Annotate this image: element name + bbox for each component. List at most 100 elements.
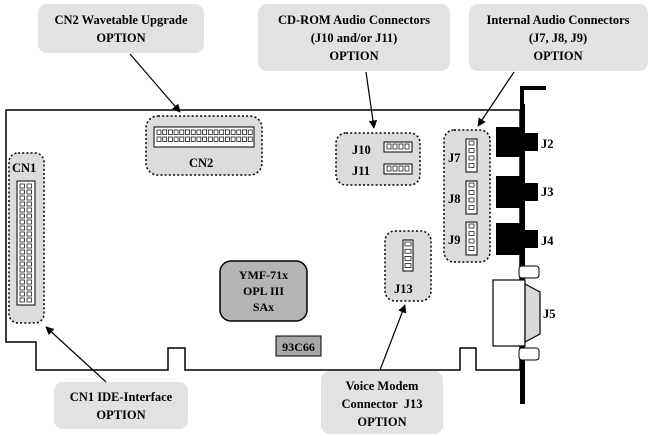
- connector-pin: [190, 129, 196, 135]
- connector-pin: [468, 148, 475, 153]
- label-j3: J3: [541, 185, 554, 199]
- connector-pin: [162, 129, 168, 135]
- connector-pin: [26, 183, 32, 189]
- callout-cn1: CN1 IDE-Interface OPTION: [54, 382, 188, 429]
- connector-pin: [225, 129, 230, 135]
- connector-pin: [225, 136, 230, 142]
- connector-pin: [219, 136, 225, 142]
- connector-pin: [19, 183, 25, 189]
- callout-cdrom: CD-ROM Audio Connectors (J10 and/or J11)…: [258, 4, 450, 71]
- callout-internal: Internal Audio Connectors (J7, J8, J9) O…: [469, 4, 648, 71]
- connector-pin: [185, 129, 190, 135]
- label-j10: J10: [352, 143, 371, 157]
- connector-pin: [242, 129, 247, 135]
- connector-pin: [468, 197, 475, 203]
- connector-pin: [247, 129, 253, 135]
- connector-pin: [19, 279, 25, 285]
- connector-pin: [168, 136, 173, 142]
- connector-pin: [468, 205, 475, 210]
- connector-pin: [207, 136, 213, 142]
- cn1-pins: [19, 183, 32, 303]
- callout-cn2: CN2 Wavetable Upgrade OPTION: [38, 4, 204, 53]
- svg-text:CD-ROM Audio Connectors: CD-ROM Audio Connectors: [278, 13, 430, 27]
- connector-pin: [26, 219, 32, 225]
- svg-text:Connector J13: Connector J13: [341, 397, 422, 411]
- connector-pin: [386, 165, 392, 172]
- jack-j3: [496, 176, 538, 208]
- connector-pin: [468, 223, 475, 229]
- connector-pin: [19, 189, 25, 195]
- connector-pin: [468, 246, 475, 251]
- label-cn2: CN2: [189, 156, 213, 170]
- chip-ymf71x: [219, 260, 308, 322]
- connector-pin: [168, 129, 173, 135]
- connector-pin: [468, 163, 475, 168]
- connector-pin: [468, 238, 475, 244]
- connector-pin: [19, 237, 25, 243]
- connector-pin: [19, 261, 25, 267]
- label-j9: J9: [448, 233, 461, 247]
- connector-pin: [468, 182, 475, 188]
- svg-text:OPTION: OPTION: [357, 415, 406, 429]
- connector-pin: [26, 195, 32, 201]
- connector-pin: [179, 136, 185, 142]
- connector-pin: [468, 231, 475, 236]
- connector-pin: [26, 297, 32, 303]
- svg-text:Internal Audio Connectors: Internal Audio Connectors: [486, 13, 629, 27]
- connector-pin: [26, 207, 32, 213]
- connector-pin: [26, 291, 32, 297]
- j7-j8-j9-pins: [468, 140, 475, 251]
- connector-pin: [19, 267, 25, 273]
- connector-pin: [19, 273, 25, 279]
- connector-pin: [185, 136, 190, 142]
- arrow-cdrom: [365, 71, 378, 129]
- connector-pin: [404, 165, 410, 172]
- connector-pin: [26, 273, 32, 279]
- label-j7: J7: [448, 151, 461, 165]
- svg-text:(J10 and/or J11): (J10 and/or J11): [311, 31, 398, 45]
- connector-pin: [26, 231, 32, 237]
- label-j4: J4: [541, 234, 554, 248]
- connector-pin: [26, 249, 32, 255]
- j11-header: [383, 163, 413, 175]
- connector-pin: [213, 136, 219, 142]
- connector-pin: [19, 249, 25, 255]
- callout-modem: Voice Modem Connector J13 OPTION: [321, 371, 443, 434]
- connector-pin: [202, 129, 207, 135]
- svg-text:(J7, J8, J9): (J7, J8, J9): [529, 31, 587, 45]
- cdrom-region: [335, 132, 421, 186]
- connector-pin: [196, 136, 202, 142]
- connector-pin: [19, 213, 25, 219]
- svg-text:OPTION: OPTION: [329, 49, 378, 63]
- connector-pin: [19, 201, 25, 207]
- connector-pin: [156, 136, 162, 142]
- port-j5: [492, 265, 541, 361]
- connector-pin: [230, 136, 236, 142]
- eeprom-93c66: [275, 335, 322, 357]
- connector-pin: [213, 129, 219, 135]
- connector-pin: [242, 136, 247, 142]
- connector-pin: [19, 195, 25, 201]
- label-j2: J2: [541, 137, 554, 151]
- arrow-internal: [477, 71, 515, 127]
- j11-pins: [386, 165, 410, 172]
- connector-pin: [392, 143, 398, 150]
- connector-pin: [247, 136, 253, 142]
- connector-pin: [26, 243, 32, 249]
- connector-pin: [173, 136, 179, 142]
- label-j5: J5: [543, 307, 556, 321]
- cn2-pins: [156, 129, 253, 142]
- svg-text:OPTION: OPTION: [96, 408, 145, 422]
- connector-pin: [26, 285, 32, 291]
- connector-pin: [19, 291, 25, 297]
- j10-pins: [386, 143, 410, 150]
- j7-header: [465, 138, 478, 173]
- connector-pin: [230, 129, 236, 135]
- svg-text:Voice Modem: Voice Modem: [346, 379, 419, 393]
- connector-pin: [19, 225, 25, 231]
- connector-pin: [19, 219, 25, 225]
- j9-header: [465, 221, 478, 256]
- connector-pin: [190, 136, 196, 142]
- chip-line-2: OPL III: [243, 284, 284, 298]
- connector-pin: [26, 201, 32, 207]
